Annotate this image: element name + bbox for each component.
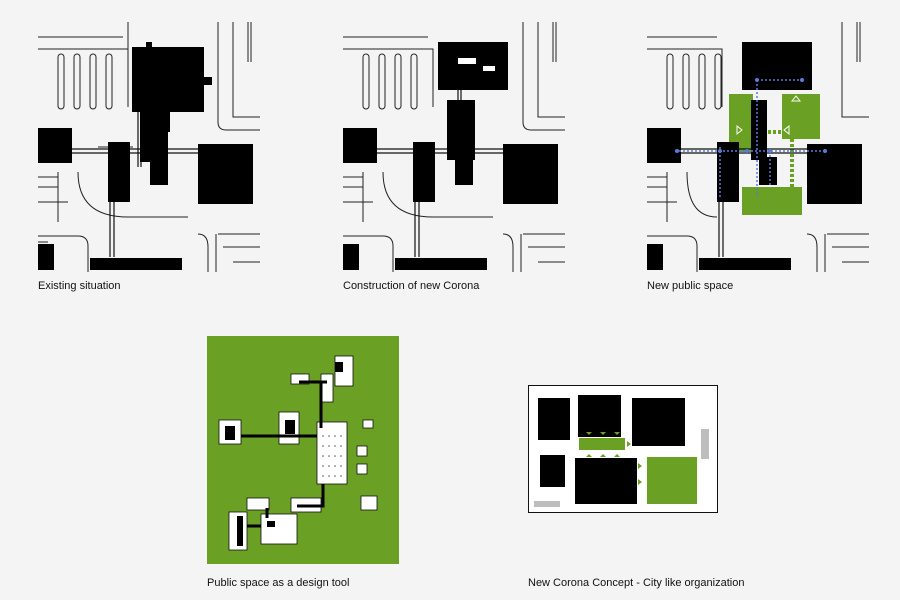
panel-new-public-space	[647, 22, 869, 272]
concept-block	[538, 398, 570, 440]
site-plan-construction	[343, 22, 565, 272]
green-public-space	[742, 187, 802, 215]
concept-block	[578, 395, 621, 437]
concept-diagram	[528, 385, 718, 513]
panel-corona-concept	[528, 385, 718, 513]
gray-marker	[534, 501, 560, 507]
caption-public-space: New public space	[647, 280, 734, 292]
building	[38, 128, 72, 163]
concept-green-space	[579, 438, 625, 450]
triangle-arrow-icon	[736, 95, 802, 136]
caption-design-tool: Public space as a design tool	[207, 577, 350, 589]
site-plan-public-space	[647, 22, 869, 272]
path-dot-icon	[675, 78, 827, 153]
concept-block	[540, 455, 565, 487]
caption-construction: Construction of new Corona	[343, 280, 480, 292]
concept-block	[575, 458, 637, 504]
concept-block	[632, 398, 685, 446]
caption-existing-situation: Existing situation	[38, 280, 121, 292]
concept-green-space	[647, 457, 697, 504]
site-plan-existing	[38, 22, 260, 272]
caption-concept: New Corona Concept - City like organizat…	[528, 577, 745, 589]
gray-marker	[701, 429, 709, 459]
panel-design-tool	[207, 336, 399, 564]
panel-existing-situation	[38, 22, 260, 272]
green-site-plan	[207, 336, 399, 564]
green-public-space	[782, 94, 820, 139]
new-corona-building	[438, 42, 508, 90]
panel-construction-new-corona	[343, 22, 565, 272]
triangle-arrow-icon	[586, 432, 642, 485]
pedestrian-path	[675, 79, 827, 197]
